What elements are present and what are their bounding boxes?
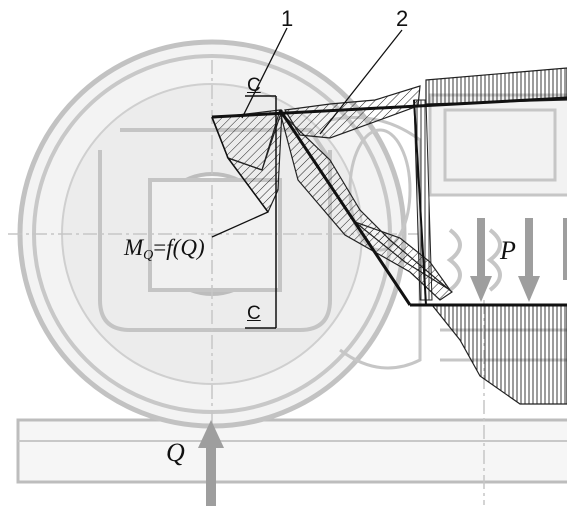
section-label-top: C [247, 75, 261, 96]
part-label-1: 1 [281, 6, 294, 31]
leader-lines [211, 27, 403, 238]
reaction-arrow-q [198, 420, 224, 506]
moment-equals: = [153, 235, 167, 260]
section-label-bottom: C [247, 303, 261, 324]
moment-diagram-top-right [425, 67, 567, 105]
section-c-c [245, 95, 277, 329]
moment-diagram-diagonal [278, 110, 453, 301]
moment-diagram-bottom-right [430, 304, 567, 405]
moment-symbol: M [124, 235, 144, 260]
rail [16, 418, 567, 484]
load-label-q: Q [166, 438, 185, 467]
moment-argument: (Q) [172, 235, 205, 260]
frame-axis [211, 96, 567, 307]
load-label-p: P [500, 236, 516, 265]
moment-formula: MQ=f(Q) [124, 236, 205, 263]
ghost-bogie-background [8, 39, 567, 505]
moment-diagram-top-chord [284, 85, 421, 139]
part-label-2: 2 [396, 6, 409, 31]
moment-function: f [166, 235, 173, 260]
moment-diagram-post [413, 99, 433, 301]
moment-diagrams [211, 67, 567, 405]
load-arrows-p [470, 218, 567, 302]
moment-subscript: Q [143, 248, 154, 263]
